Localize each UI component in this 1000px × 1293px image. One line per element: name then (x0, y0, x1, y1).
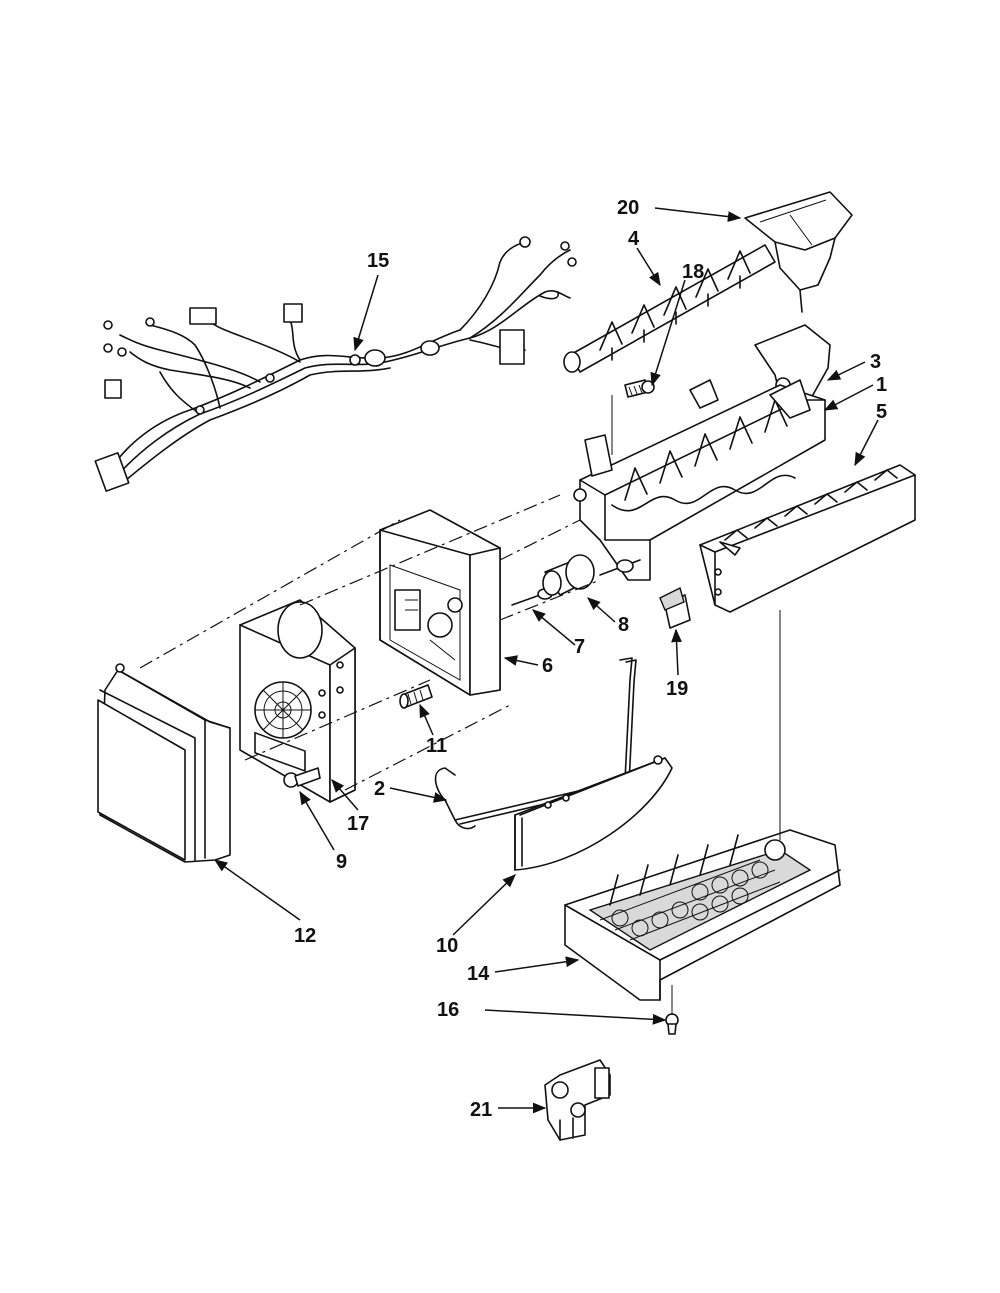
control-module-housing-part (379, 509, 501, 696)
ejector-part (563, 244, 776, 373)
ice-bin-base-part (564, 829, 841, 1001)
control-module-front-part (239, 599, 356, 803)
callout-2: 2 (374, 778, 385, 800)
callout-10: 10 (436, 935, 458, 957)
callout-19: 19 (666, 678, 688, 700)
callout-20: 20 (617, 197, 639, 219)
callout-14: 14 (467, 963, 490, 985)
screw-11-part (399, 684, 433, 709)
screw-9-part (283, 767, 321, 788)
clip-19-part (659, 586, 691, 629)
screw-18-part (624, 379, 655, 398)
callout-15: 15 (367, 250, 389, 272)
callout-9: 9 (336, 851, 347, 873)
water-valve-part (544, 1059, 611, 1141)
callout-1: 1 (876, 374, 887, 396)
callout-18: 18 (682, 261, 704, 283)
alignment-lines (139, 395, 781, 1015)
fill-cup-part (744, 191, 853, 313)
callout-7: 7 (574, 636, 585, 658)
callout-21: 21 (470, 1099, 492, 1121)
stripper-part (699, 464, 916, 613)
callout-4: 4 (628, 228, 640, 250)
screw-16-part (665, 1013, 679, 1035)
callout-16: 16 (437, 999, 459, 1021)
callout-12: 12 (294, 925, 316, 947)
module-cover-part (97, 663, 231, 863)
shield-bail-part (514, 755, 673, 871)
callout-labels: 20 4 15 18 3 1 5 8 7 6 19 11 2 17 9 12 1… (294, 197, 887, 1121)
ice-mold-part (573, 379, 826, 581)
callout-11: 11 (426, 735, 447, 757)
callout-3: 3 (870, 351, 881, 373)
wire-harness-part (94, 236, 577, 492)
callout-8: 8 (618, 614, 629, 636)
callout-6: 6 (542, 655, 553, 677)
motor-part (542, 554, 641, 596)
callout-5: 5 (876, 401, 887, 423)
callout-arrows (213, 207, 879, 1114)
callout-17: 17 (347, 813, 369, 835)
